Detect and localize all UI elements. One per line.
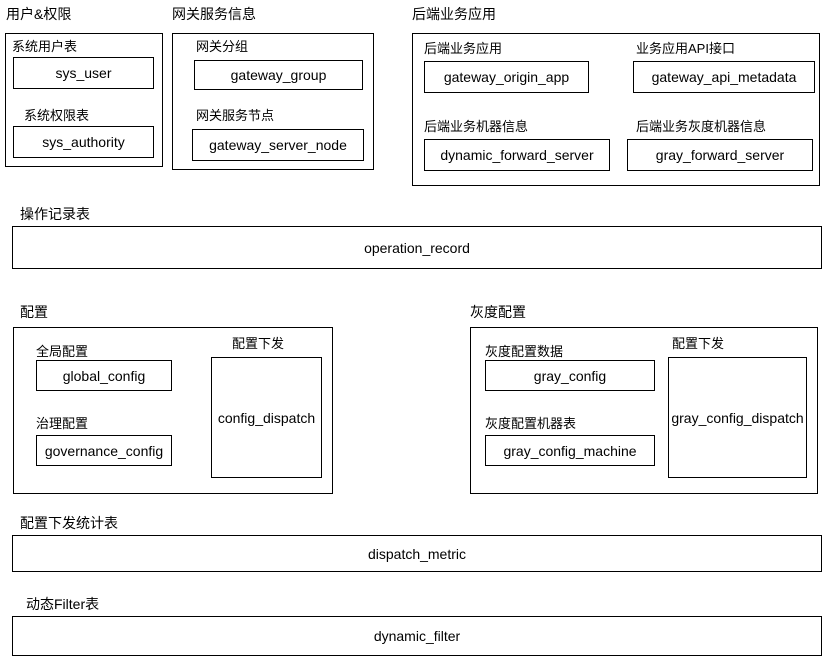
- table-gateway-group[interactable]: gateway_group: [194, 60, 363, 90]
- sub-label-gateway-origin-app: 后端业务应用: [424, 41, 503, 56]
- sub-label-gateway-server-node: 网关服务节点: [196, 108, 275, 123]
- group-title-dispatch-metric: 配置下发统计表: [20, 515, 118, 531]
- sub-label-global-config: 全局配置: [36, 344, 89, 359]
- sub-label-config-dispatch: 配置下发: [232, 336, 285, 351]
- table-sys-user[interactable]: sys_user: [13, 57, 154, 89]
- table-dynamic-forward-server[interactable]: dynamic_forward_server: [424, 139, 610, 171]
- table-global-config[interactable]: global_config: [36, 360, 172, 391]
- sub-label-gray-config-dispatch: 配置下发: [672, 336, 725, 351]
- table-config-dispatch[interactable]: config_dispatch: [211, 357, 322, 478]
- group-title-gateway-service: 网关服务信息: [172, 6, 256, 22]
- table-operation-record[interactable]: operation_record: [12, 226, 822, 269]
- sub-label-gray-config-machine: 灰度配置机器表: [485, 416, 577, 431]
- group-title-backend-app: 后端业务应用: [412, 6, 496, 22]
- sub-label-governance-config: 治理配置: [36, 416, 89, 431]
- table-dynamic-filter[interactable]: dynamic_filter: [12, 616, 822, 656]
- table-gray-config-machine[interactable]: gray_config_machine: [485, 435, 655, 466]
- sub-label-sys-user: 系统用户表: [12, 39, 78, 54]
- table-dispatch-metric[interactable]: dispatch_metric: [12, 535, 822, 572]
- sub-label-sys-authority: 系统权限表: [24, 108, 90, 123]
- sub-label-gray-config: 灰度配置数据: [485, 344, 564, 359]
- group-title-dynamic-filter: 动态Filter表: [26, 596, 100, 612]
- sub-label-gateway-group: 网关分组: [196, 39, 249, 54]
- group-title-gray-config: 灰度配置: [470, 304, 526, 320]
- table-governance-config[interactable]: governance_config: [36, 435, 172, 466]
- group-title-user-auth: 用户&权限: [6, 6, 72, 22]
- group-title-operation-record: 操作记录表: [20, 206, 90, 222]
- sub-label-gateway-api-metadata: 业务应用API接口: [636, 41, 735, 56]
- table-gray-config[interactable]: gray_config: [485, 360, 655, 391]
- table-gateway-api-metadata[interactable]: gateway_api_metadata: [633, 61, 815, 93]
- table-gray-forward-server[interactable]: gray_forward_server: [627, 139, 813, 171]
- sub-label-dynamic-forward-server: 后端业务机器信息: [424, 119, 529, 134]
- table-gateway-server-node[interactable]: gateway_server_node: [192, 129, 364, 161]
- table-gateway-origin-app[interactable]: gateway_origin_app: [424, 61, 589, 93]
- table-sys-authority[interactable]: sys_authority: [13, 126, 154, 158]
- sub-label-gray-forward-server: 后端业务灰度机器信息: [636, 119, 767, 134]
- group-title-config: 配置: [20, 304, 48, 320]
- table-gray-config-dispatch[interactable]: gray_config_dispatch: [668, 357, 807, 478]
